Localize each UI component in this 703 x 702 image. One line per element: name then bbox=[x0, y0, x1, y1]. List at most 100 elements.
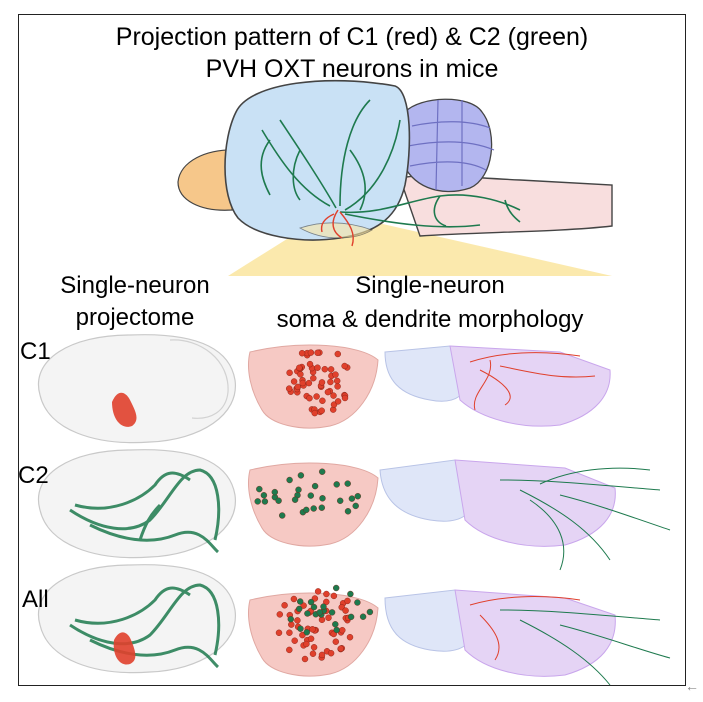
morphology-header-line2: soma & dendrite morphology bbox=[276, 306, 584, 333]
all-soma-dot-c2 bbox=[333, 626, 340, 634]
all-soma-dot-c1 bbox=[318, 651, 326, 659]
c1-soma-dot bbox=[306, 395, 313, 402]
cerebellum-folia bbox=[407, 99, 495, 191]
all-soma-dot-c1 bbox=[303, 640, 310, 648]
all-soma-dot-c1 bbox=[286, 629, 293, 636]
c2-soma-dot bbox=[337, 497, 344, 504]
c2-soma-dot bbox=[319, 468, 326, 475]
c2-dendrite-traces bbox=[499, 467, 671, 571]
all-soma-dot-c2 bbox=[347, 613, 355, 621]
c2-soma-dot bbox=[256, 485, 263, 493]
c1-soma-dot bbox=[327, 378, 334, 386]
c1-soma-dot bbox=[334, 377, 341, 385]
c1-dendrite-traces bbox=[469, 352, 596, 411]
c1-soma-dot bbox=[298, 350, 306, 357]
all-dendrite-volume-purple bbox=[454, 589, 616, 677]
row-label-all: All bbox=[22, 586, 49, 613]
c2-soma-dot bbox=[303, 506, 310, 514]
c2-soma-dot bbox=[348, 495, 356, 502]
all-soma-dot-c2 bbox=[320, 603, 327, 610]
all-soma-dot-c2 bbox=[296, 605, 303, 613]
all-soma-dot-c2 bbox=[354, 599, 361, 606]
all-soma-dot-c2 bbox=[297, 598, 304, 605]
c2-soma-dot bbox=[319, 495, 326, 502]
c2-soma-dot bbox=[260, 492, 268, 499]
c2-projectome-neurons bbox=[69, 468, 221, 554]
all-soma-dot-c1 bbox=[276, 611, 283, 618]
figure-title-line2: PVH OXT neurons in mice bbox=[205, 55, 499, 83]
c1-soma-dot bbox=[327, 366, 335, 373]
c1-soma-dot bbox=[305, 379, 313, 387]
c1-soma-dot bbox=[290, 378, 298, 385]
c1-projection-axons bbox=[320, 209, 354, 247]
corner-arrow-icon: ← bbox=[685, 678, 699, 694]
morphology-header-line1: Single-neuron bbox=[355, 272, 505, 299]
all-soma-dot-c1 bbox=[290, 595, 298, 603]
all-soma-dot-c2 bbox=[347, 590, 354, 598]
c1-soma-dot bbox=[310, 375, 317, 382]
c2-soma-dot bbox=[310, 505, 317, 512]
c1-soma-dot bbox=[296, 364, 303, 371]
all-soma-dot-c1 bbox=[300, 602, 307, 609]
c2-soma-dot bbox=[254, 498, 261, 505]
all-soma-dot-c2 bbox=[366, 608, 374, 616]
all-soma-dot-c1 bbox=[294, 617, 301, 624]
all-soma-dot-c1 bbox=[286, 646, 293, 654]
all-soma-dot-c2 bbox=[359, 613, 367, 620]
all-soma-dot-c1 bbox=[344, 597, 351, 605]
all-soma-dot-c1 bbox=[323, 590, 330, 598]
all-soma-dot-c1 bbox=[323, 598, 330, 606]
c1-soma-dot bbox=[294, 383, 301, 391]
c1-soma-dot bbox=[307, 349, 315, 356]
c1-soma-dot bbox=[286, 385, 293, 392]
c2-soma-dot bbox=[354, 493, 361, 500]
all-soma-dot-c1 bbox=[337, 645, 344, 652]
c1-projectome-neurons bbox=[112, 392, 137, 427]
c2-projection-axons bbox=[260, 99, 521, 228]
c1-projectome-cerebellum bbox=[169, 339, 229, 419]
c2-soma-dot bbox=[279, 512, 286, 519]
all-soma-dot-c1 bbox=[291, 637, 298, 644]
all-soma-dot-c2 bbox=[310, 603, 318, 611]
all-dendrite-traces-red bbox=[469, 596, 581, 661]
c1-soma-dot bbox=[318, 379, 326, 386]
c1-soma-dot bbox=[321, 366, 328, 373]
c2-soma-dot bbox=[271, 488, 278, 496]
c1-soma-dot bbox=[319, 397, 326, 404]
c1-soma-dot bbox=[332, 371, 339, 378]
all-soma-dots bbox=[275, 584, 374, 663]
all-soma-dot-c1 bbox=[307, 635, 315, 642]
c2-soma-dot bbox=[307, 492, 314, 499]
c1-soma-dot bbox=[313, 393, 320, 400]
c1-soma-dot bbox=[318, 407, 325, 414]
all-soma-dot-c1 bbox=[275, 629, 283, 636]
all-soma-dot-c1 bbox=[281, 602, 288, 609]
c1-soma-dot bbox=[306, 360, 314, 368]
c1-soma-dot bbox=[341, 394, 349, 402]
c2-soma-dots bbox=[254, 468, 361, 519]
c2-soma-dot bbox=[286, 476, 293, 484]
row-label-c1: C1 bbox=[20, 338, 51, 365]
c2-soma-dot bbox=[344, 508, 352, 515]
all-soma-dot-c1 bbox=[301, 655, 309, 663]
c1-soma-dot bbox=[330, 392, 337, 399]
c2-soma-dot bbox=[311, 482, 319, 490]
all-projectome-green-neurons bbox=[69, 583, 221, 669]
all-soma-dot-c1 bbox=[332, 638, 339, 645]
c2-soma-dot bbox=[275, 497, 282, 504]
all-soma-dot-c1 bbox=[309, 650, 317, 657]
row-label-c2: C2 bbox=[18, 462, 49, 489]
c2-soma-dot bbox=[261, 498, 269, 505]
c1-soma-dot bbox=[297, 371, 304, 378]
figure-frame bbox=[18, 14, 686, 686]
c1-soma-dot bbox=[334, 383, 341, 390]
row-c2-graphics bbox=[37, 449, 671, 571]
row-c1-graphics bbox=[37, 334, 611, 444]
all-soma-dot-c2 bbox=[303, 629, 310, 636]
cortex bbox=[224, 79, 411, 241]
c2-soma-dot bbox=[291, 496, 299, 503]
all-soma-dot-c2 bbox=[316, 609, 323, 616]
c1-soma-dot bbox=[334, 350, 341, 358]
row-all-graphics bbox=[37, 564, 671, 686]
all-soma-dot-c1 bbox=[330, 592, 338, 600]
